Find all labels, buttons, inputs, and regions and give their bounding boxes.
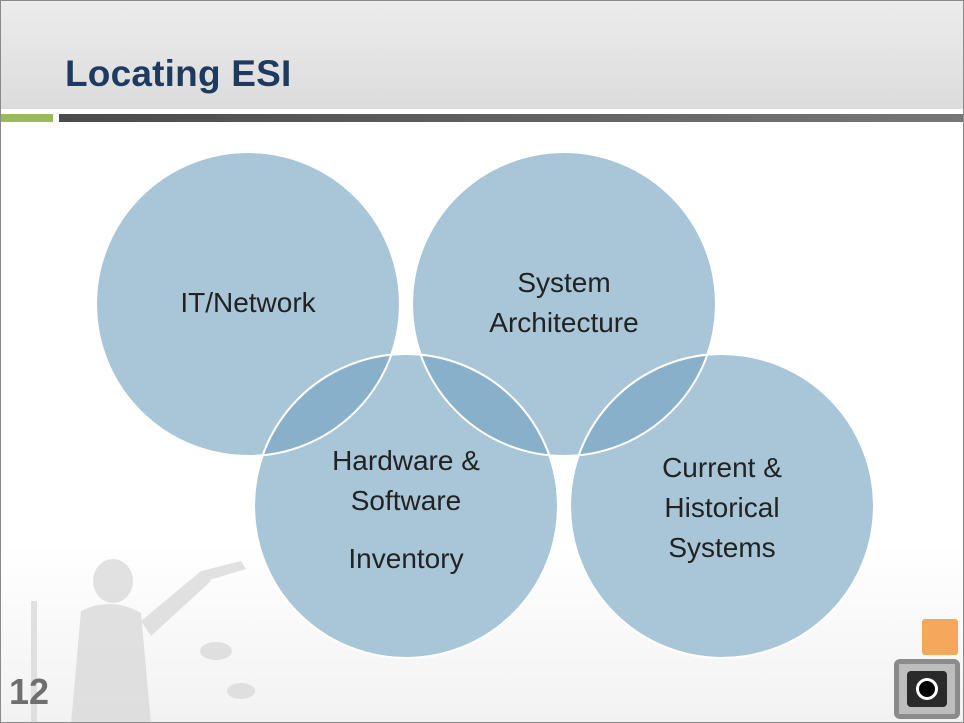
label-system-architecture: System Architecture	[489, 267, 639, 338]
accent-bar-green	[1, 114, 53, 122]
overlap-system-current	[570, 354, 716, 456]
label-current-historical: Current & Historical Systems	[662, 452, 782, 563]
overlap-it-hardware	[254, 354, 400, 456]
slide-header	[1, 1, 963, 109]
label-it-network: IT/Network	[180, 287, 316, 318]
label-hardware-software: Hardware & Software Inventory	[332, 445, 480, 574]
accent-bar-gray	[59, 114, 963, 122]
record-button-face	[907, 671, 947, 707]
slide-number: 12	[9, 671, 50, 712]
justice-statue-icon	[31, 559, 255, 722]
record-dot	[919, 681, 935, 697]
accent-square	[922, 619, 958, 655]
record-button-icon	[916, 678, 938, 700]
slide-title: Locating ESI	[65, 53, 292, 94]
record-button[interactable]	[894, 659, 960, 719]
overlap-system-hardware	[412, 354, 558, 456]
